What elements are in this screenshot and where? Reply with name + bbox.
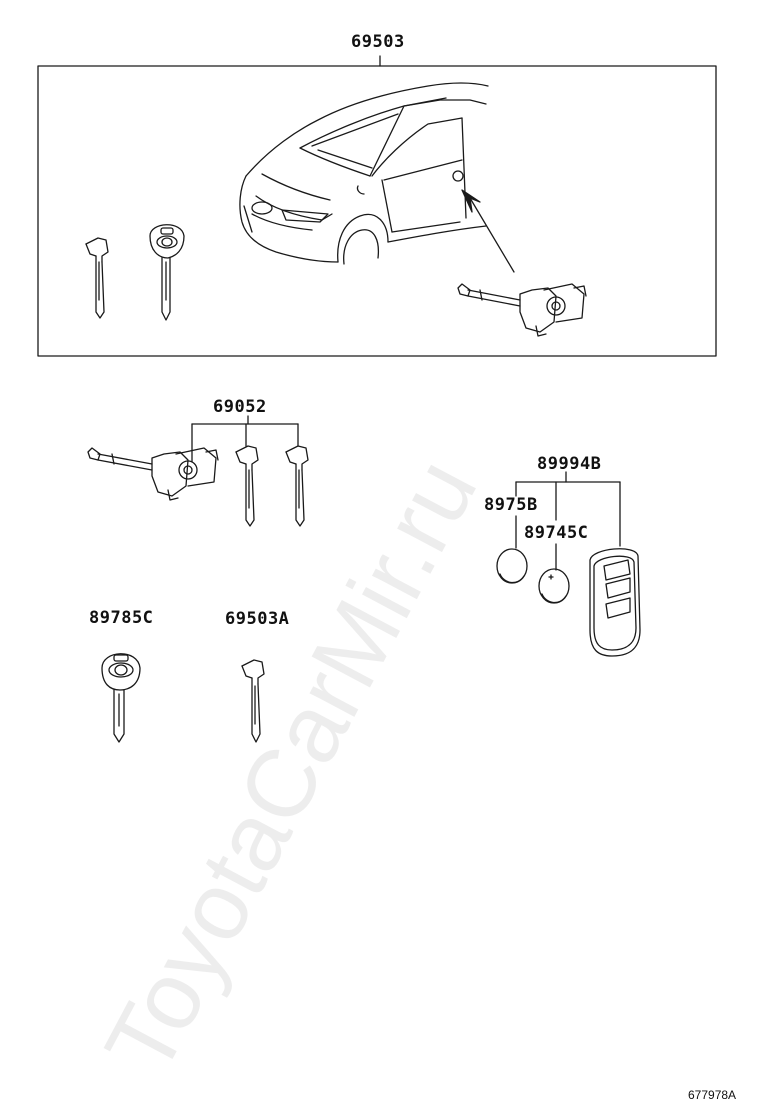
kit-master-key — [149, 224, 185, 321]
car-illustration — [239, 82, 489, 265]
transmitter-bracket — [515, 471, 621, 571]
label-89785c: 89785C — [89, 608, 154, 628]
drawing-reference: 677978A — [688, 1088, 737, 1102]
kit-lock-cylinder — [457, 283, 587, 337]
label-69052: 69052 — [213, 397, 267, 417]
cylinder-set-bracket — [191, 415, 299, 463]
smart-key-fob — [589, 548, 641, 657]
label-89745c: 89745C — [524, 523, 589, 543]
label-69503: 69503 — [351, 32, 405, 52]
kit-frame — [37, 55, 717, 357]
battery-8975b — [496, 548, 528, 584]
cylinder-set-key-2 — [285, 445, 309, 527]
master-key-89785c — [101, 653, 141, 743]
label-8975b: 8975B — [484, 495, 538, 515]
arrow-to-door — [461, 189, 515, 273]
label-89994b: 89994B — [537, 454, 602, 474]
cylinder-set-key-1 — [235, 445, 259, 527]
label-69503a: 69503A — [225, 609, 290, 629]
sub-key-69503a — [241, 659, 265, 743]
cylinder-set-lock — [87, 447, 219, 501]
battery-89745c — [538, 568, 570, 604]
kit-blade-key — [85, 237, 109, 319]
